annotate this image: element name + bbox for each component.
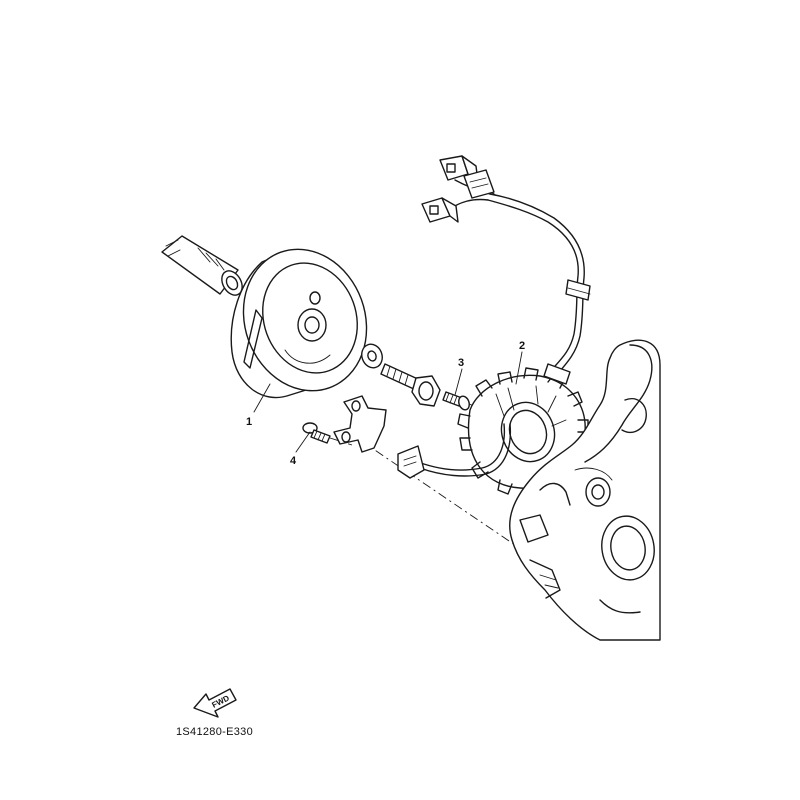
leader-lines [253,351,523,453]
crankshaft-end [161,235,243,296]
stator-screw [442,391,470,411]
washer [361,343,383,369]
callout-1: 1 [246,416,252,428]
callout-3: 3 [458,357,464,369]
pickup-coil-lead [397,423,512,479]
pickup-coil-bracket [333,395,387,453]
diagram-code: 1S41280-E330 [176,726,253,738]
callout-2: 2 [519,340,525,352]
bracket-screw [302,422,331,444]
rotor-bolt [380,363,441,407]
crankcase-cover [509,339,661,641]
wire-harness [421,155,591,385]
callout-4: 4 [290,455,297,467]
flywheel-rotor [230,248,368,399]
fwd-arrow-icon: FWD [193,688,237,718]
